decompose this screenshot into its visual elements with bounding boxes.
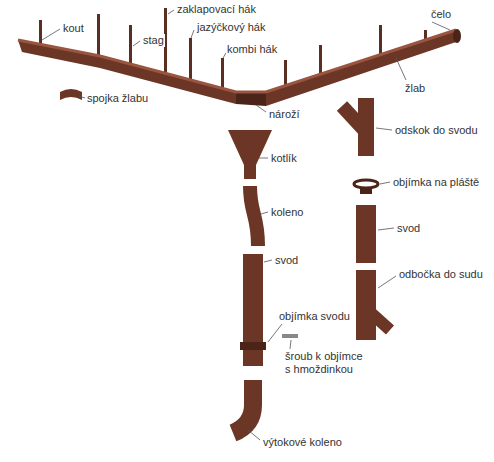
leader-line (259, 158, 268, 159)
downpipe-right (342, 98, 390, 340)
hook (97, 14, 100, 56)
rain-diverter (356, 270, 376, 340)
leader-line (248, 430, 260, 440)
gutter-joint (60, 89, 82, 100)
part-label: koleno (270, 206, 304, 219)
part-label: objímka na pláště (392, 176, 480, 189)
part-label: odskok do svodu (394, 124, 479, 137)
part-label: žlab (404, 82, 426, 95)
downpipe-center (228, 130, 298, 433)
part-label: šroub k objímce s hmoždinkou (284, 350, 370, 376)
outlet-elbow (233, 380, 253, 433)
part-label: čelo (430, 8, 452, 21)
leader-line (191, 30, 194, 38)
leader-line (168, 10, 174, 14)
hook (221, 58, 224, 91)
gutter-rim (18, 30, 456, 92)
part-label: nároží (268, 108, 301, 121)
diverter-branch (370, 312, 390, 330)
elbow (250, 186, 258, 246)
part-label: svod (274, 254, 299, 267)
pipe-clamp (240, 342, 266, 350)
end-cap (453, 29, 461, 43)
part-label: jazýčkový hák (196, 21, 266, 34)
part-label: odbočka do sudu (398, 268, 484, 281)
part-label: stag (142, 34, 165, 47)
outlet (228, 130, 272, 165)
hook (39, 20, 42, 46)
leader-line (268, 324, 282, 342)
part-label: objímka svodu (278, 310, 351, 323)
part-label: zaklapovací hák (176, 3, 257, 16)
clamp-plate (360, 188, 372, 194)
part-label: kotlík (270, 152, 298, 165)
leader-line (378, 276, 396, 288)
outlet-neck (244, 165, 256, 179)
screw (282, 334, 298, 338)
part-label: kout (62, 22, 85, 35)
leader-line (256, 105, 266, 112)
part-label: výtokové koleno (262, 436, 343, 449)
leader-line (378, 228, 394, 230)
part-label: kombi hák (226, 43, 278, 56)
leader-lines (42, 10, 450, 440)
leader-line (42, 29, 60, 40)
hooks (39, 8, 427, 91)
gutter-corner (236, 92, 266, 106)
offset-branch (342, 106, 366, 132)
pipe (356, 205, 376, 263)
part-label: spojka žlabu (86, 92, 149, 105)
clamp-ring (354, 180, 378, 188)
hook (379, 25, 382, 57)
gutter-section (266, 30, 456, 106)
leader-line (264, 260, 272, 262)
gutter (18, 29, 461, 106)
leader-line (261, 212, 268, 214)
hook (319, 45, 322, 77)
part-label: svod (396, 222, 421, 235)
hook (189, 38, 192, 83)
leader-line (133, 41, 140, 46)
hook (129, 25, 132, 66)
leader-line (79, 96, 85, 98)
leader-line (290, 340, 291, 349)
leader-line (380, 182, 390, 184)
leader-line (376, 128, 392, 130)
leader-line (396, 58, 406, 80)
leader-line (432, 22, 450, 30)
